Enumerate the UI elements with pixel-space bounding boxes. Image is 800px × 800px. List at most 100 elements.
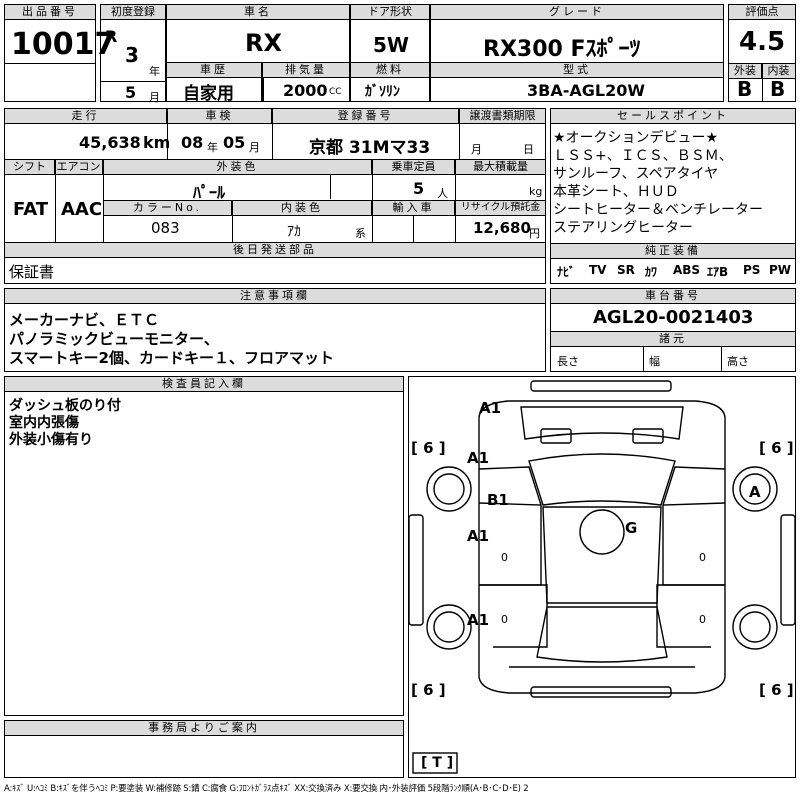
int-color-unit: 系: [355, 227, 366, 240]
recycle-unit: 円: [529, 227, 540, 240]
lot-number: 10017: [11, 27, 116, 62]
year-unit: 年: [149, 65, 160, 78]
mileage-unit: km: [143, 133, 171, 152]
history-label: 車歴: [167, 63, 261, 78]
int-color: ｱｶ: [287, 224, 301, 240]
shift-label: シフト: [5, 160, 55, 175]
inspection-year: 08: [181, 133, 204, 152]
damage-mark-b1: B1: [487, 491, 509, 509]
capacity-label: 乗車定員: [373, 160, 455, 175]
ext-color: ﾊﾟｰﾙ: [193, 183, 226, 202]
equipment-item: ABS: [673, 263, 701, 277]
capacity-unit: 人: [437, 187, 448, 200]
sales-points-label: セールスポイント: [551, 109, 795, 124]
aircon-label: エアコン: [55, 160, 103, 175]
note-line: パノラミックビューモニター、: [9, 330, 219, 348]
equipment-label: 純正装備: [551, 244, 795, 259]
height-label: 高さ: [727, 355, 749, 368]
transfer-day: 日: [523, 143, 534, 156]
note-line: スマートキー2個、カードキー１、フロアマット: [9, 349, 334, 367]
displacement-cell: 排気量 2000 CC: [262, 62, 350, 102]
chassis-label: 車台番号: [551, 289, 795, 304]
int-label: 内装: [762, 64, 795, 79]
maxload-unit: kg: [529, 185, 543, 198]
mileage-label: 走行: [5, 109, 167, 124]
era: R: [105, 27, 118, 46]
cc-unit: CC: [329, 87, 342, 97]
equipment-item: PW: [769, 263, 792, 277]
equipment-item: SR: [617, 263, 635, 277]
length-label: 長さ: [557, 355, 579, 368]
model-label: 型式: [431, 63, 723, 78]
spec-label: 諸元: [551, 331, 795, 347]
office-label: 事務局よりご案内: [5, 721, 403, 736]
inspection-year-unit: 年: [207, 141, 218, 154]
first-reg-month: 5: [125, 83, 137, 102]
inspector-line: ダッシュ板のり付: [9, 398, 121, 414]
inspector-line: 外装小傷有り: [9, 432, 93, 448]
score-cell: 評価点 4.5 外装 内装 B B: [728, 4, 796, 102]
car-name: RX: [245, 29, 282, 57]
reg-label: 登録番号: [273, 109, 459, 124]
aircon: AAC: [61, 199, 103, 220]
sales-point-line: サンルーフ、スペアタイヤ: [553, 166, 719, 182]
first-reg-cell: 初度登録 R 3 年 5 月: [100, 4, 166, 104]
door-cell: ドア形状 5W: [350, 4, 430, 66]
damage-mark-a: A: [749, 483, 761, 501]
model: 3BA-AGL20W: [527, 81, 645, 100]
vehicle-info-block: 走行 45,638 km 車検 08 年 05 月 登録番号 京都 31Mマ33…: [4, 108, 546, 284]
inspector-label: 検査員記入欄: [5, 377, 403, 392]
tire-rl: [ 6 ]: [411, 681, 446, 699]
history: 自家用: [183, 84, 234, 104]
int-score: B: [770, 77, 786, 101]
sales-point-line: 本革シート、ＨＵＤ: [553, 184, 679, 200]
tire-rr: [ 6 ]: [759, 681, 794, 699]
spare-tire: [ T ]: [421, 755, 454, 771]
width-label: 幅: [649, 355, 660, 368]
damage-mark-a1: A1: [467, 449, 490, 467]
history-cell: 車歴 自家用: [166, 62, 262, 104]
color-no-label: カラーNo.: [104, 201, 232, 216]
name-label: 車名: [167, 5, 349, 20]
inspection-label: 車検: [168, 109, 272, 124]
equipment-item: TV: [589, 263, 607, 277]
notes-block: 注意事項欄 メーカーナビ、ＥＴＣ パノラミックビューモニター、 スマートキー2個…: [4, 288, 546, 372]
fuel-cell: 燃料 ｶﾞｿﾘﾝ: [350, 62, 430, 102]
reg-number: 京都 31Mマ33: [309, 138, 431, 158]
equipment-item: ｴｱB: [707, 265, 729, 279]
shift: FAT: [13, 199, 49, 220]
door-zero: 0: [501, 613, 508, 626]
displacement-label: 排気量: [263, 63, 349, 78]
sales-points-block: セールスポイント ★オークションデビュー★ ＬＳＳ+、ＩＣＳ、ＢＳＭ、 サンルー…: [550, 108, 796, 284]
inspection-month-unit: 月: [249, 141, 260, 154]
import-label: 輸入車: [373, 201, 455, 216]
inspector-line: 室内内張傷: [9, 415, 79, 431]
sales-point-line: ＬＳＳ+、ＩＣＳ、ＢＳＭ、: [553, 148, 733, 164]
sales-point-line: ステアリングヒーター: [553, 220, 693, 236]
score: 4.5: [739, 27, 786, 57]
model-cell: 型式 3BA-AGL20W: [430, 62, 724, 102]
car-outline: [409, 380, 795, 774]
color-no: 083: [151, 219, 180, 237]
ext-label: 外装: [729, 64, 762, 79]
damage-mark-g: G: [625, 519, 638, 537]
grade: RX300 Fｽﾎﾟｰﾂ: [483, 37, 641, 62]
door-label: ドア形状: [351, 5, 429, 20]
ext-score: B: [737, 77, 753, 101]
damage-mark-a1: A1: [467, 527, 490, 545]
month-unit: 月: [149, 91, 160, 104]
sales-point-line: ★オークションデビュー★: [553, 130, 719, 146]
damage-mark-a1: A1: [467, 611, 490, 629]
fuel-label: 燃料: [351, 63, 429, 78]
grade-cell: グレード RX300 Fｽﾎﾟｰﾂ: [430, 4, 724, 66]
equipment-item: ｶﾜ: [645, 265, 658, 279]
score-label: 評価点: [729, 5, 795, 20]
tire-fr: [ 6 ]: [759, 439, 794, 457]
chassis-block: 車台番号 AGL20-0021403 諸元 長さ 幅 高さ: [550, 288, 796, 372]
door-zero: 0: [501, 551, 508, 564]
note-line: メーカーナビ、ＥＴＣ: [9, 311, 160, 329]
recycle-label: リサイクル預託金: [456, 201, 545, 216]
sales-point-line: シートヒーター＆ベンチレーター: [553, 202, 763, 218]
capacity: 5: [413, 179, 425, 198]
int-color-label: 内装色: [233, 201, 372, 216]
